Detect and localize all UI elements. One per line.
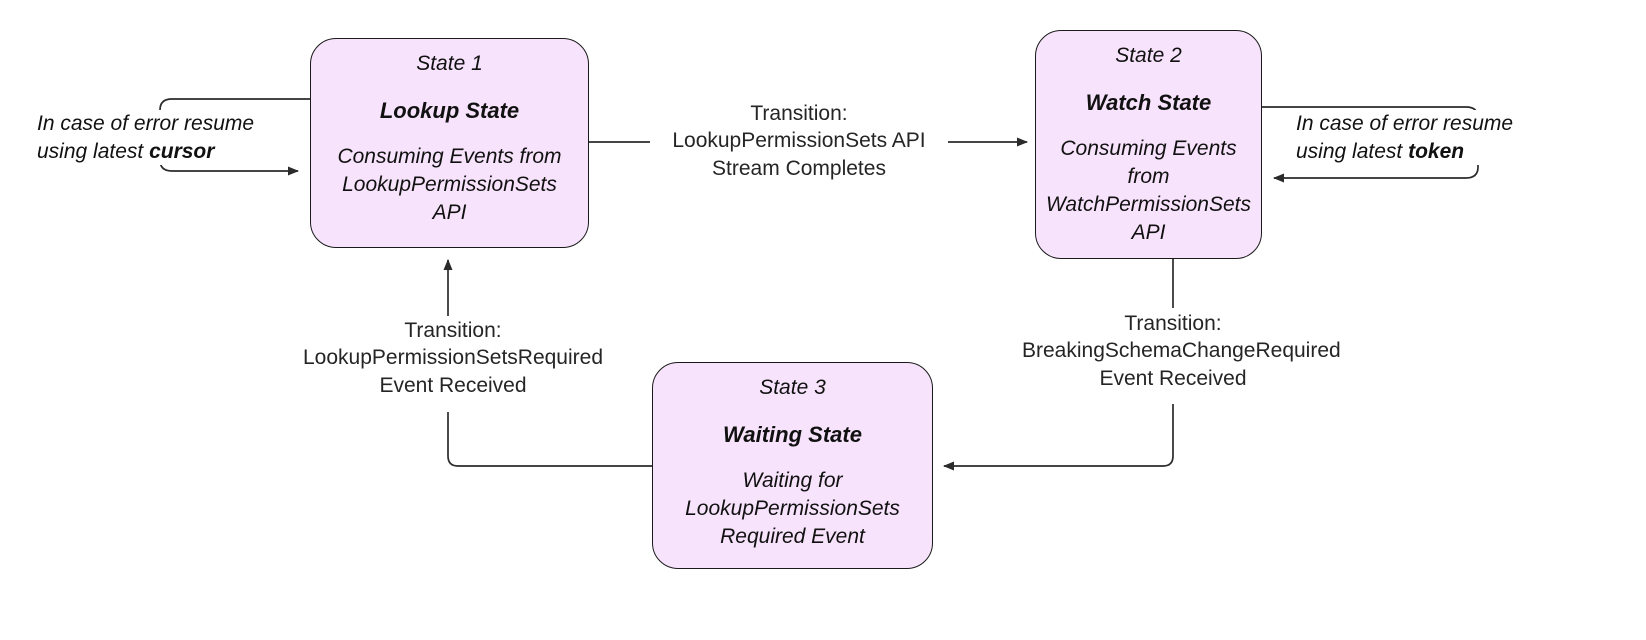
note-lookup-error: In case of error resume using latest cur… [37, 110, 289, 166]
note-line-2-prefix: using latest [1296, 139, 1409, 163]
state-node-watch[interactable]: State 2 Watch State Consuming Events fro… [1035, 30, 1262, 259]
edge-label-lookup-to-watch: Transition: LookupPermissionSets API Str… [650, 100, 948, 182]
note-watch-error: In case of error resume using latest tok… [1296, 110, 1546, 166]
state-index-label: State 1 [416, 52, 483, 75]
state-description: Consuming Events from WatchPermissionSet… [1045, 136, 1252, 244]
state-node-lookup[interactable]: State 1 Lookup State Consuming Events fr… [310, 38, 589, 248]
note-line-1: In case of error resume [37, 112, 255, 135]
state-title: Waiting State [723, 422, 862, 448]
state-description: Waiting for LookupPermissionSets Require… [685, 468, 900, 548]
state-index-label: State 3 [759, 376, 826, 399]
note-line-2: using latest token [1296, 138, 1546, 166]
note-emphasis: cursor [149, 139, 215, 163]
state-title: Lookup State [379, 98, 520, 124]
note-line-2-prefix: using latest [37, 139, 150, 163]
edge-label-waiting-to-lookup: Transition: LookupPermissionSetsRequired… [294, 317, 612, 399]
state-description: Consuming Events from LookupPermissionSe… [337, 144, 562, 224]
note-line-2: using latest cursor [37, 138, 289, 166]
state-title: Watch State [1085, 90, 1212, 116]
note-emphasis: token [1408, 139, 1465, 163]
state-node-waiting[interactable]: State 3 Waiting State Waiting for Lookup… [652, 362, 933, 569]
edge-label-watch-to-waiting: Transition: BreakingSchemaChangeRequired… [1022, 310, 1341, 392]
note-line-1: In case of error resume [1296, 112, 1514, 135]
state-index-label: State 2 [1115, 44, 1182, 67]
